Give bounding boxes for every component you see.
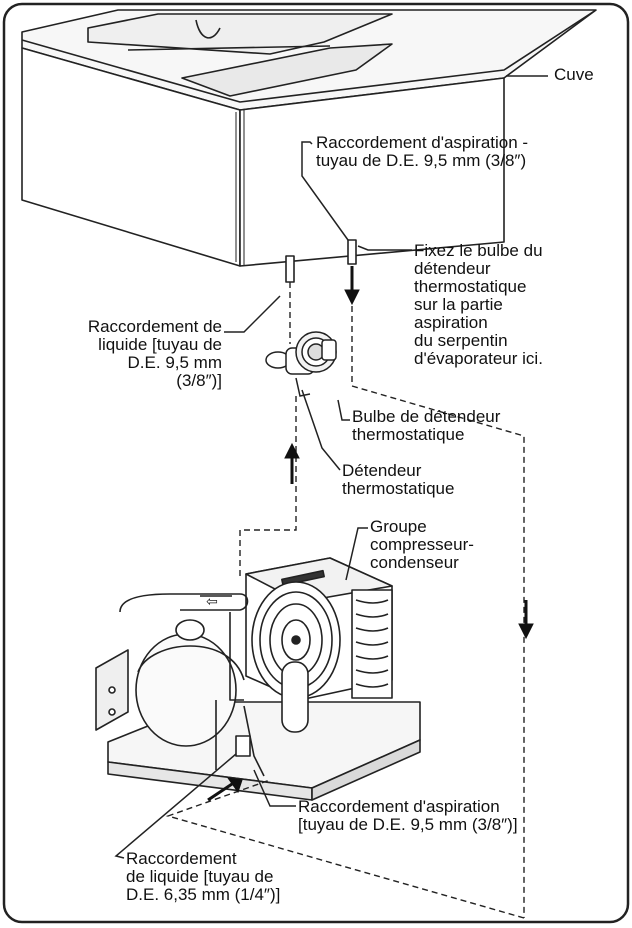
suction-top-line-1: Raccordement d'aspiration -	[316, 133, 529, 152]
liquid-top-line-2: liquide [tuyau de	[98, 335, 222, 354]
suction-connection-top-label: Raccordement d'aspiration - tuyau de D.E…	[316, 134, 528, 170]
suction-connection-bottom-label: Raccordement d'aspiration [tuyau de D.E.…	[298, 798, 518, 834]
suction-top-line-2: tuyau de D.E. 9,5 mm (3/8″)	[316, 151, 527, 170]
leader-lines	[114, 141, 412, 859]
bulb-line-1: Bulbe de détendeur	[352, 407, 501, 426]
bulb-instruction-line-1: Fixez le bulbe du	[414, 241, 543, 260]
bulb-label: Bulbe de détendeur thermostatique	[352, 408, 500, 444]
condensing-unit-line-2: compresseur-	[370, 535, 474, 554]
bulb-instruction-line-7: d'évaporateur ici.	[414, 349, 543, 368]
expansion-valve-line-1: Détendeur	[342, 461, 422, 480]
bulb-instruction-line-3: thermostatique	[414, 277, 527, 296]
condensing-unit-line-1: Groupe	[370, 517, 427, 536]
bulb-instruction-label: Fixez le bulbe du détendeur thermostatiq…	[414, 242, 543, 368]
bulb-instruction-line-5: aspiration	[414, 313, 488, 332]
condensing-unit-line-3: condenseur	[370, 553, 459, 572]
condensing-unit-label: Groupe compresseur- condenseur	[370, 518, 474, 572]
liquid-bottom-line-2: de liquide [tuyau de	[126, 867, 274, 886]
bulb-instruction-line-4: sur la partie	[414, 295, 503, 314]
liquid-top-line-4: (3/8″)]	[176, 371, 222, 390]
liquid-connection-bottom-label: Raccordement de liquide [tuyau de D.E. 6…	[126, 850, 280, 904]
cuve-label: Cuve	[554, 66, 594, 84]
compressor-arrow-icon: ⇦	[206, 594, 218, 610]
liquid-connection-top-label: Raccordement de liquide [tuyau de D.E. 9…	[34, 318, 222, 390]
cuve-text: Cuve	[554, 65, 594, 84]
expansion-valve-line-2: thermostatique	[342, 479, 455, 498]
bulb-line-2: thermostatique	[352, 425, 465, 444]
condensing-unit-drawing	[95, 557, 421, 801]
bulb-instruction-line-2: détendeur	[414, 259, 491, 278]
liquid-bottom-line-1: Raccordement	[126, 849, 237, 868]
liquid-top-line-3: D.E. 9,5 mm	[127, 353, 222, 372]
expansion-valve-label: Détendeur thermostatique	[342, 462, 454, 498]
suction-bottom-line-2: [tuyau de D.E. 9,5 mm (3/8″)]	[298, 815, 518, 834]
liquid-bottom-line-3: D.E. 6,35 mm (1/4″)]	[126, 885, 281, 904]
suction-bottom-line-1: Raccordement d'aspiration	[298, 797, 500, 816]
dashed-connection-lines	[165, 266, 525, 919]
well-unit	[21, 9, 597, 283]
expansion-valve-drawing	[265, 331, 337, 397]
bulb-instruction-line-6: du serpentin	[414, 331, 508, 350]
liquid-top-line-1: Raccordement de	[87, 317, 222, 336]
flow-arrows	[207, 266, 534, 802]
